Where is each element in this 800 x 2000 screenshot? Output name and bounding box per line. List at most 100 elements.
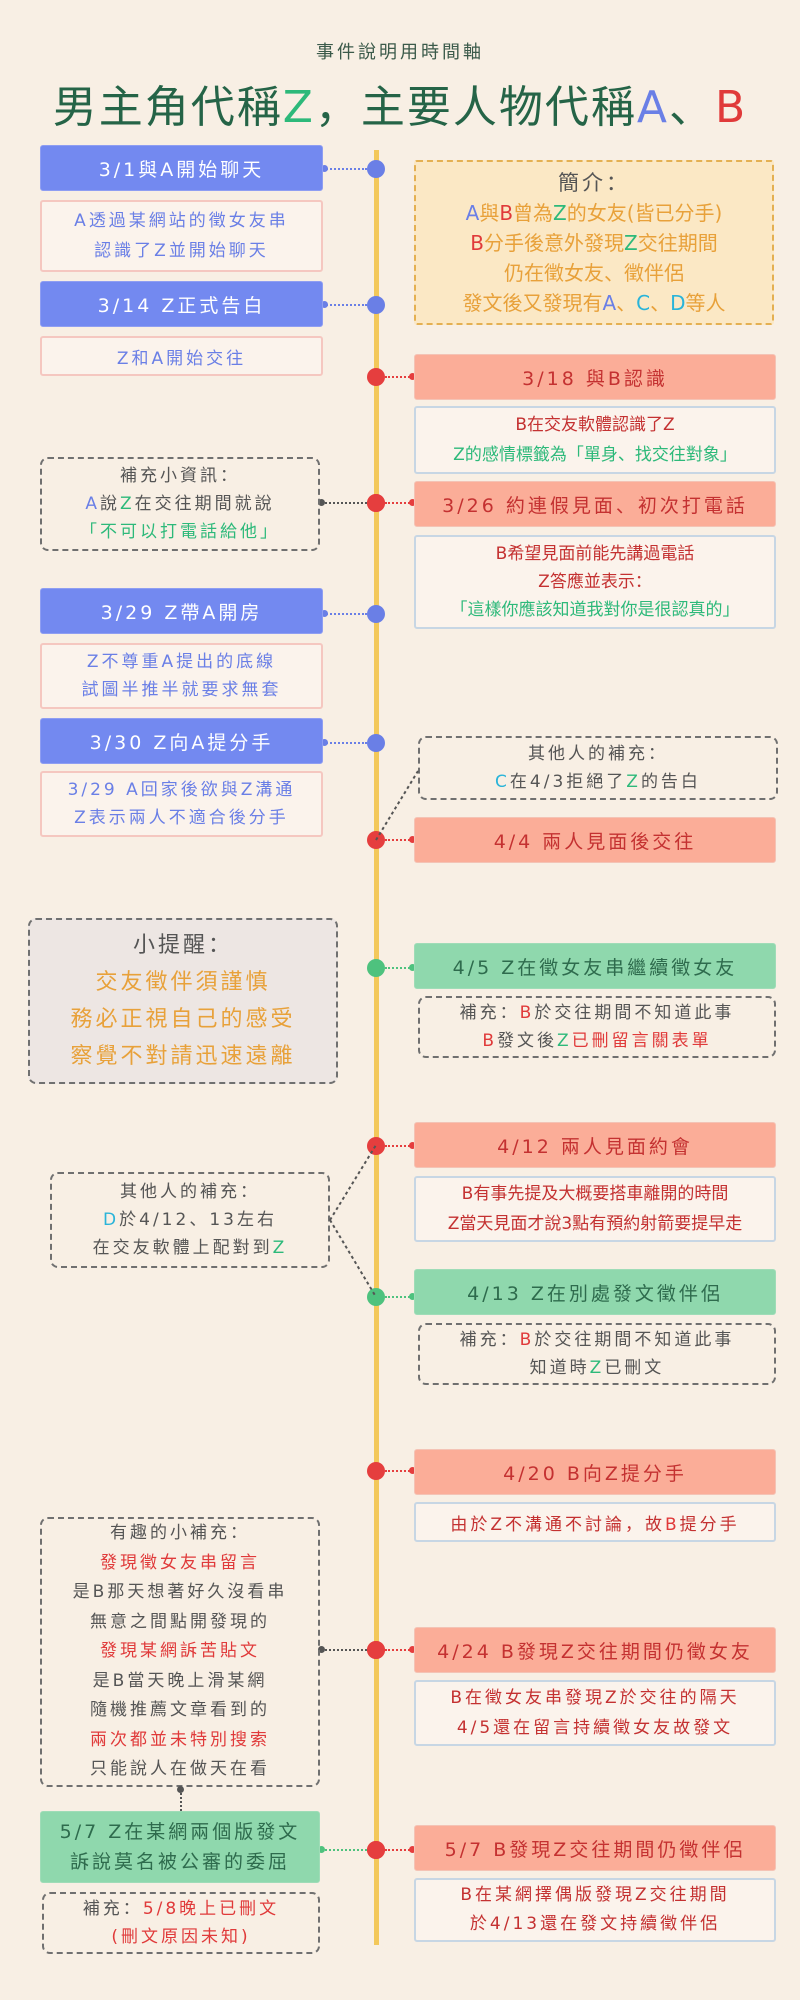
text-run: 透過某網站的徵女友串: [88, 211, 289, 231]
dot-4-13-connector: [385, 1296, 414, 1298]
note-other-d-heading: 其他人的補充：: [120, 1182, 260, 1202]
dot-5-7-z-endpoint: [318, 1846, 325, 1853]
dot-3-29-connector: [323, 613, 367, 615]
text-run: B在徵女友串發現Z於交往的隔天: [450, 1688, 740, 1708]
text-run: 3/30 Z向A提分手: [89, 731, 274, 754]
dot-4-20: [367, 1462, 385, 1480]
text-line: Z不尊重A提出的底線: [82, 648, 282, 676]
text-line: A透過某網站的徵女友串: [74, 206, 289, 236]
dot-3-18: [367, 368, 385, 386]
note-fun-heading: 有趣的小補充：: [110, 1523, 250, 1544]
event-desc-4-24: B在徵女友串發現Z於交往的隔天 4/5還在留言持續徵女友故發文: [414, 1680, 776, 1746]
connector-4-4-note: [375, 770, 419, 841]
text-line: 務必正視自己的感受: [70, 1001, 295, 1038]
text-run: 知道時: [529, 1358, 590, 1378]
text-run: 與: [138, 158, 161, 181]
text-run: Z: [626, 772, 641, 792]
text-line: A與B曾為Z的女友(皆已分手): [462, 198, 725, 228]
note-fun: 有趣的小補充：發現徵女友串留言是B那天想著好久沒看串無意之間點開發現的發現某網訴…: [40, 1517, 320, 1787]
text-run: 在交往期間就說: [134, 494, 275, 514]
text-run: B在某網擇偶版發現Z交往期間: [460, 1885, 730, 1905]
text-run: 3/29 Z帶A開房: [100, 601, 263, 624]
text-run: Z答應並表示：: [538, 572, 652, 592]
text-line: Z表示兩人不適合後分手: [68, 804, 296, 832]
text-run: 察覺不對請迅速遠離: [70, 1044, 296, 1069]
text-run: A: [85, 494, 100, 514]
text-run: 3/26 約連假見面、初次打電話: [442, 494, 748, 517]
dot-3-29: [367, 605, 385, 623]
page-title: 男主角代稱Z，主要人物代稱A、B: [0, 68, 800, 138]
dot-5-7-b-connector: [385, 1849, 414, 1851]
text-line: 4/5還在留言持續徵女友故發文: [450, 1713, 739, 1743]
dot-4-12: [367, 1137, 385, 1155]
text-run: 與: [479, 200, 500, 225]
text-line: 補充：B於交往期間不知道此事: [460, 999, 735, 1027]
text-run: B: [482, 1031, 497, 1051]
text-line: 交友徵伴須謹慎: [70, 964, 295, 1001]
dot-note-fun: [367, 1641, 385, 1659]
text-run: Z: [624, 230, 638, 255]
event-desc-3-29: Z不尊重A提出的底線試圖半推半就要求無套: [40, 643, 323, 709]
text-run: Z表示兩人不適合後分手: [74, 808, 289, 828]
dot-5-7-z: [367, 1841, 385, 1859]
dot-3-1: [367, 160, 385, 178]
dot-4-24-endpoint: [409, 1646, 416, 1653]
dot-note-info: [367, 494, 385, 512]
text-run: 5/7 B發現Z交往期間仍徵伴侶: [444, 1838, 746, 1861]
text-line: 無意之間點開發現的: [73, 1608, 288, 1638]
text-run: 在4/3拒絕了: [509, 772, 627, 792]
text-run: 無意之間點開發現的: [89, 1611, 270, 1632]
dot-3-29-endpoint: [321, 610, 328, 617]
dot-4-5-endpoint: [409, 964, 416, 971]
dot-5-7-z-connector: [320, 1849, 367, 1851]
text-run: B希望見面前能先講過電話: [495, 544, 695, 564]
text-line: A說Z在交往期間就說: [80, 490, 280, 518]
dot-4-4: [367, 831, 385, 849]
text-run: 不溝通不討論，故: [504, 1514, 665, 1535]
dot-3-1-endpoint: [321, 165, 328, 172]
dot-4-12-connector: [385, 1145, 414, 1147]
text-run: 、: [650, 290, 671, 315]
dot-3-30-endpoint: [321, 739, 328, 746]
note-other-c: 其他人的補充：C在4/3拒絕了Z的告白: [418, 736, 778, 800]
page-subtitle: 事件說明用時間軸: [316, 42, 484, 63]
text-line: 發現徵女友串留言: [73, 1549, 288, 1579]
intro-box: 簡介： A與B曾為Z的女友(皆已分手)B分手後意外發現Z交往期間仍在徵女友、徵伴…: [414, 160, 774, 325]
text-run: 男主角代稱: [52, 82, 283, 133]
text-line: 是B當天晚上滑某網: [73, 1667, 288, 1697]
dot-4-12-endpoint: [409, 1142, 416, 1149]
event-header-4-13: 4/13 Z在別處發文徵伴侶: [414, 1269, 776, 1315]
event-header-3-30: 3/30 Z向A提分手: [40, 718, 323, 764]
dot-3-14-endpoint: [321, 301, 328, 308]
text-line: (刪文原因未知): [83, 1923, 279, 1951]
dot-4-13: [367, 1288, 385, 1306]
text-run: 在交友軟體上配對到: [92, 1238, 273, 1258]
dot-4-24-connector: [385, 1649, 414, 1651]
event-desc-5-7-b: B在某網擇偶版發現Z交往期間於4/13還在發文持續徵伴侶: [414, 1878, 776, 1942]
text-run: 3/1: [98, 158, 139, 181]
text-run: A: [636, 82, 670, 133]
text-run: 於4/13還在發文持續徵伴侶: [469, 1914, 721, 1934]
dot-3-14: [367, 296, 385, 314]
text-run: Z當天見面才說3點有預約射箭要提早走: [447, 1214, 743, 1234]
text-line: B分手後意外發現Z交往期間: [462, 228, 725, 258]
text-run: Z: [272, 1238, 288, 1258]
dot-3-30: [367, 734, 385, 752]
text-run: C: [495, 772, 510, 792]
text-run: 並開始聊天: [168, 241, 269, 261]
text-run: B: [499, 200, 514, 225]
dot-3-14-connector: [323, 304, 367, 306]
text-run: 的女友(皆已分手): [566, 200, 723, 225]
text-run: 4/4 兩人見面後交往: [493, 830, 697, 853]
dot-4-13-endpoint: [409, 1293, 416, 1300]
text-run: 3/18 與B認識: [522, 367, 668, 390]
text-run: Z: [490, 1514, 505, 1535]
text-run: 、: [616, 290, 637, 315]
connector-note-d-4-13: [329, 1219, 377, 1298]
text-run: 訴說莫名被公審的委屈: [69, 1851, 290, 1873]
page-title-text: 男主角代稱Z，主要人物代稱A、B: [53, 71, 747, 135]
